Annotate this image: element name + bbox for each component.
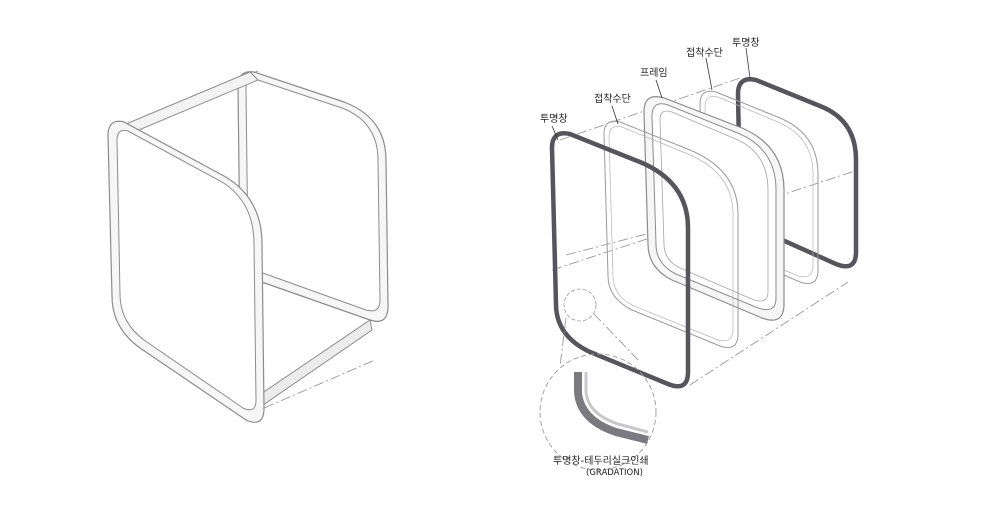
label-detail-title: 투명창-테두리실크인쇄 [553, 455, 649, 467]
assembled-front-frame [107, 120, 265, 423]
label-back-adhesive: 접착수단 [686, 47, 723, 59]
label-frame: 프레임 [640, 66, 668, 79]
label-leader-lines [551, 47, 751, 141]
exploded-view: 투명창 접착수단 프레임 접착수단 투명창 투명창-테두리실크인쇄 (GRADA… [539, 37, 859, 478]
gradation-detail-callout [539, 288, 657, 471]
label-back-window: 투명창 [732, 37, 760, 49]
front-window-panel [549, 131, 691, 389]
label-front-window: 투명창 [540, 113, 568, 125]
label-detail-gradation: (GRADATION) [586, 468, 643, 478]
front-adhesive-panel [603, 120, 739, 348]
frame-panel [643, 96, 785, 321]
assembled-view [107, 69, 389, 423]
label-front-adhesive: 접착수단 [594, 93, 631, 105]
